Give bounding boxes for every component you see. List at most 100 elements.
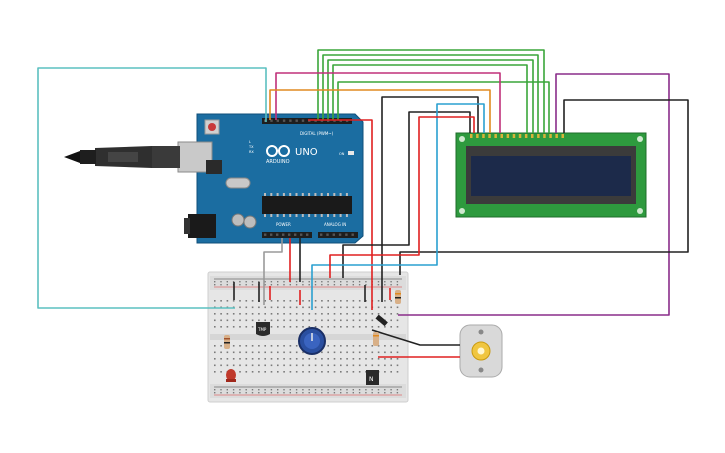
pin-hole [245,284,247,286]
potentiometer[interactable] [298,327,326,355]
pin-hole [245,345,248,347]
pin-hole [365,313,367,315]
pin-hole [352,392,354,394]
pin-hole [276,119,279,122]
pin-hole [264,345,266,347]
pin-hole [295,326,298,328]
pin-hole [282,233,285,236]
pin-hole [270,371,273,373]
pin-hole [352,371,355,373]
pin-hole [245,300,248,302]
pin-hole [289,119,292,122]
pin-hole [390,351,392,354]
pin-hole [377,281,380,283]
diode[interactable] [375,314,388,327]
pin-hole [333,319,336,322]
pin-hole [289,351,292,354]
pin-hole [308,326,311,328]
transistor[interactable]: N [366,370,379,385]
pin-hole [321,326,323,328]
pin-hole [340,300,342,302]
pin-hole [264,371,266,373]
pin-hole [333,306,336,309]
pin-hole [245,326,248,328]
pin-hole [289,306,292,309]
pin-hole [258,389,260,391]
pin-hole [226,389,228,391]
pin-hole [384,371,386,373]
pin-hole [326,233,329,236]
pin-hole [377,351,380,354]
pin-hole [214,364,216,367]
pin-hole [327,326,329,328]
pin-hole [390,313,392,315]
pin-hole [239,392,241,394]
pin-hole [314,300,317,302]
pin-hole [327,371,329,373]
pin-hole [314,313,317,315]
pin-hole [251,281,254,283]
pin-hole [396,306,399,309]
pin-hole [377,392,380,394]
pin-hole [346,281,348,283]
pin-hole [214,313,216,315]
pin-hole [365,300,367,302]
arduino-uno-board[interactable]: DIGITAL (PWM~) ARDUINO UNO TX RX L ON PO… [64,113,364,244]
pin-hole [214,371,216,373]
pin-hole [277,300,279,302]
pin-hole [264,389,266,391]
resistor-led[interactable] [224,335,230,349]
pin-hole [314,392,317,394]
lcd-display[interactable] [455,132,647,218]
pin-hole [371,345,374,347]
pin-hole [264,313,266,315]
pin-hole [245,306,248,309]
pin-hole [314,306,317,309]
pin-hole [308,364,311,367]
pin-hole [226,313,229,315]
pin-hole [333,371,336,373]
pin-hole [327,313,329,315]
pin-hole [537,134,540,138]
pin-hole [371,313,374,315]
reset-button[interactable] [204,119,220,135]
pin-hole [302,300,304,302]
pin-hole [340,364,342,367]
pin-hole [239,300,241,302]
pin-hole [220,351,222,354]
led[interactable] [226,369,236,382]
pin-hole [358,392,361,394]
pin-hole [396,358,399,360]
pin-hole [371,364,374,367]
pin-hole [327,284,329,286]
resistor-right[interactable] [395,290,401,304]
dc-motor[interactable] [459,324,503,378]
pin-hole [531,134,534,138]
pin-hole [396,319,399,322]
l-label: L [249,140,251,144]
pin-hole [321,389,323,391]
pin-hole [314,284,317,286]
pin-hole [283,345,285,347]
pin-hole [232,281,235,283]
pin-hole [301,214,304,217]
crystal [225,177,251,189]
pin-hole [226,326,229,328]
pin-hole [239,281,241,283]
pin-hole [302,351,304,354]
pin-hole [270,214,273,217]
pin-hole [295,284,298,286]
resistor-motor[interactable] [373,332,379,346]
pin-hole [555,134,558,138]
temperature-sensor[interactable]: TMP [256,322,270,336]
pin-hole [270,281,273,283]
pin-hole [288,233,291,236]
pin-hole [346,313,348,315]
pin-hole [302,306,304,309]
pin-hole [333,389,336,391]
pin-hole [226,364,229,367]
pin-hole [396,392,399,394]
pin-hole [258,281,260,283]
pin-hole [333,326,336,328]
